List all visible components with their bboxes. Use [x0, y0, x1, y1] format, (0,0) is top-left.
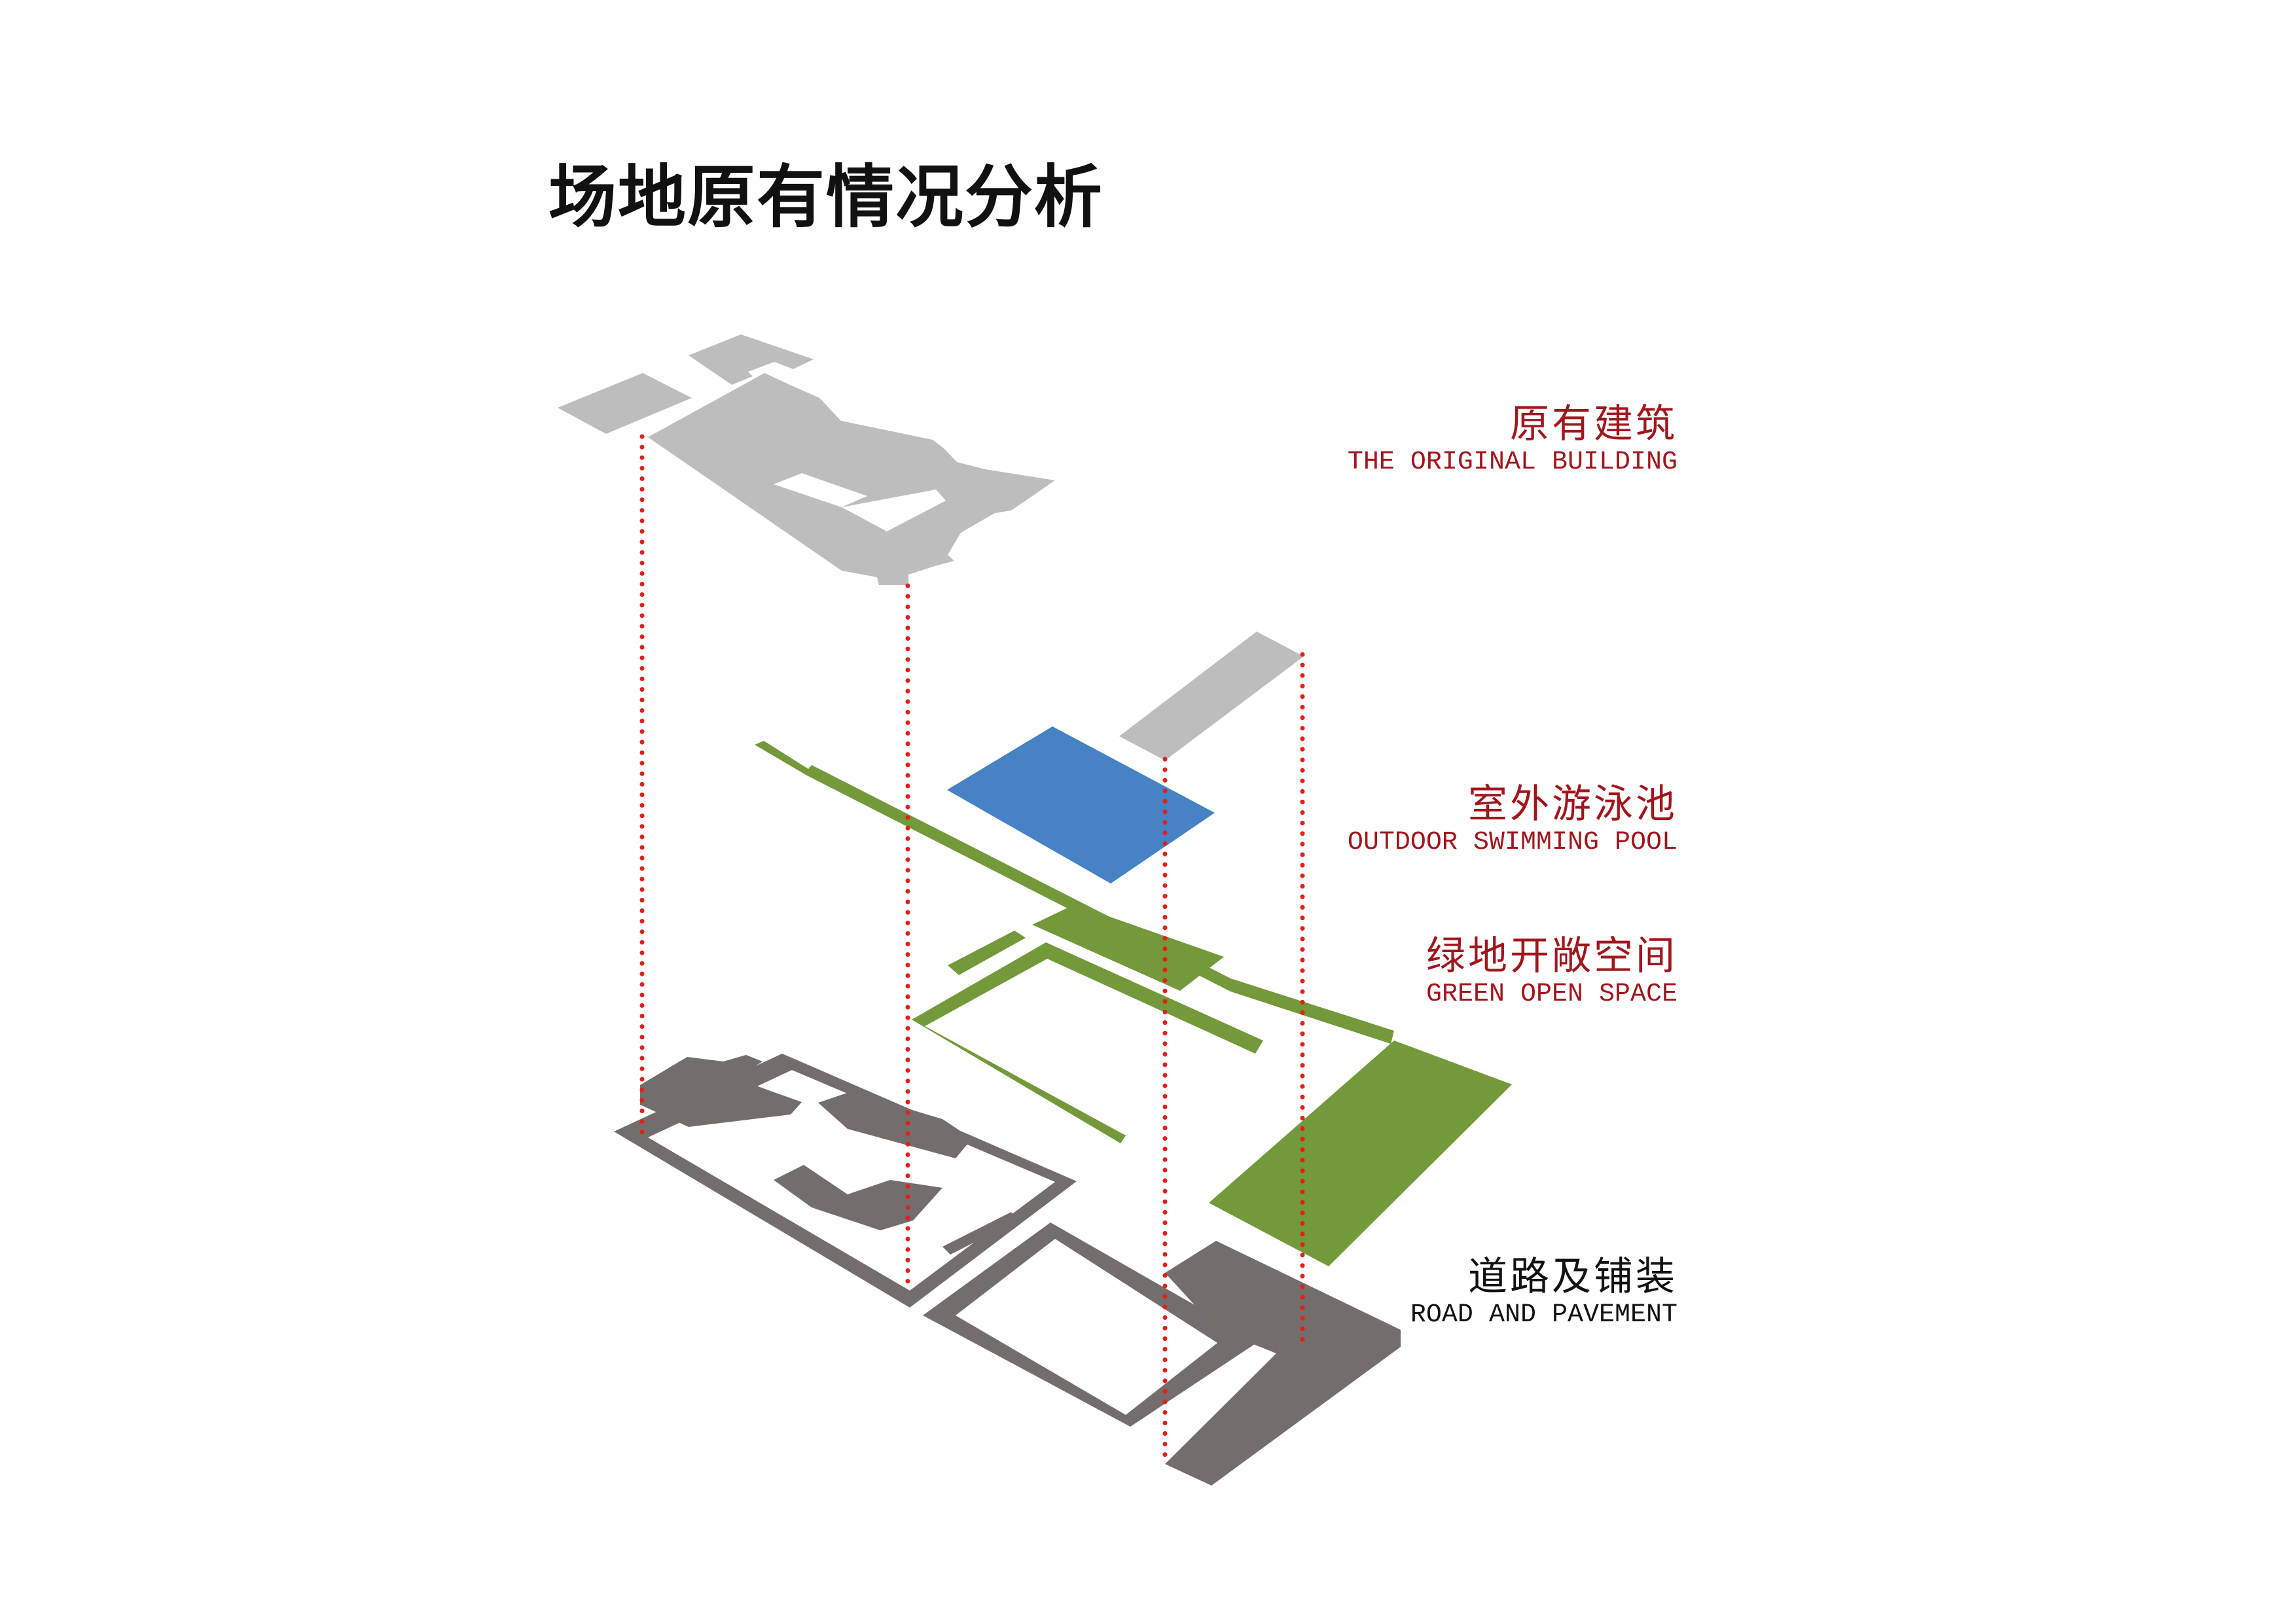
label-swimming-pool: 室外游泳池 OUTDOOR SWIMMING POOL	[1348, 781, 1677, 858]
label-building-en: THE ORIGINAL BUILDING	[1347, 448, 1677, 477]
page-title: 场地原有情况分析	[548, 157, 1104, 237]
green-layer	[755, 741, 1512, 1266]
green-strip-long	[755, 741, 1394, 1044]
label-green-en: GREEN OPEN SPACE	[1426, 980, 1677, 1009]
road-south-loop	[923, 1222, 1259, 1427]
projection-guides	[639, 434, 1305, 1462]
label-road-en: ROAD AND PAVEMENT	[1410, 1300, 1677, 1330]
label-building-zh: 原有建筑	[1510, 401, 1677, 447]
green-lawn-large	[1209, 1041, 1512, 1266]
road-layer	[614, 1054, 1401, 1486]
green-strip-short	[948, 931, 1026, 975]
building-main	[648, 373, 1055, 585]
swimming-pool	[947, 726, 1215, 883]
road-main-loop	[614, 1054, 1077, 1308]
road-corridor	[942, 1212, 1018, 1255]
building-annex-top	[689, 334, 814, 385]
green-lawn-mid	[1032, 904, 1224, 991]
label-road-zh: 道路及铺装	[1468, 1254, 1677, 1300]
road-east-l	[1165, 1241, 1401, 1486]
label-original-building: 原有建筑 THE ORIGINAL BUILDING	[1348, 401, 1677, 478]
label-green-open-space: 绿地开敞空间 GREEN OPEN SPACE	[1426, 933, 1677, 1010]
label-road-pavement: 道路及铺装 ROAD AND PAVEMENT	[1410, 1253, 1677, 1330]
building-layer	[558, 334, 1055, 585]
label-green-zh: 绿地开敞空间	[1426, 933, 1677, 979]
building-annex-small	[558, 373, 692, 434]
label-pool-zh: 室外游泳池	[1468, 781, 1677, 827]
road-inner-block	[774, 1165, 942, 1230]
building-strip	[1119, 632, 1304, 760]
road-west-fill	[818, 1092, 972, 1158]
label-pool-en: OUTDOOR SWIMMING POOL	[1347, 828, 1677, 857]
